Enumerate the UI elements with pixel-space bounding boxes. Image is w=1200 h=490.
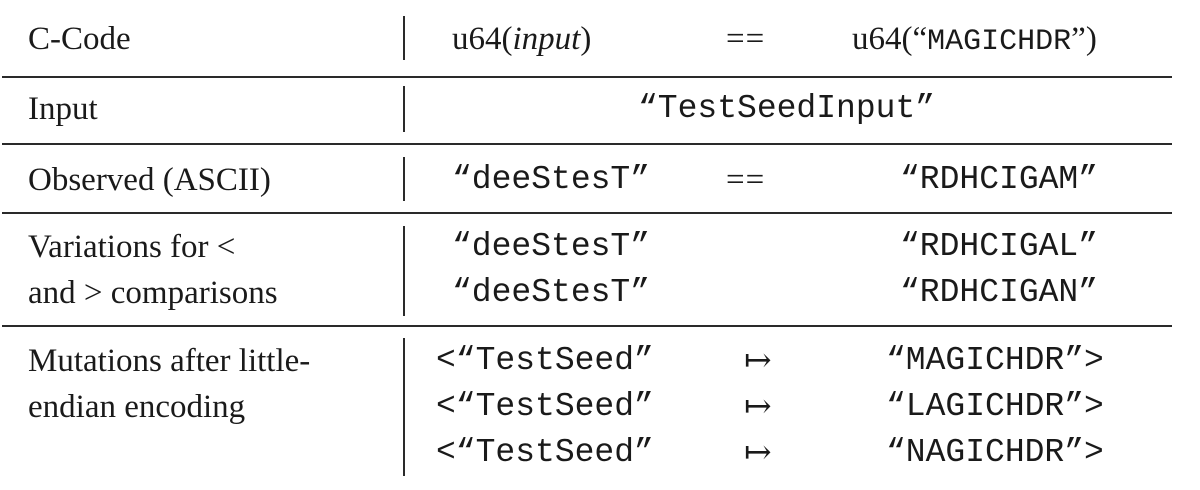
column-separator (403, 338, 405, 476)
ccode-operator: == (726, 21, 766, 57)
observed-operator: == (726, 162, 766, 198)
column-separator (403, 86, 405, 132)
row-label-input: Input (28, 91, 98, 127)
variation-right: “RDHCIGAL” (900, 228, 1099, 265)
rule-2 (2, 143, 1172, 145)
ccode-right-expression: u64(“MAGICHDR”) (852, 16, 1097, 65)
row-label-observed: Observed (ASCII) (28, 162, 271, 198)
row-label-mutations-line2: endian encoding (28, 389, 246, 425)
ccode-left-arg: input (512, 21, 581, 57)
maps-to-arrow: ↦ (744, 389, 772, 425)
rule-1 (2, 76, 1172, 78)
ccode-right-suffix: ”) (1071, 21, 1097, 57)
mutation-right: “MAGICHDR”> (886, 342, 1104, 379)
row-label-ccode: C-Code (28, 21, 131, 57)
row-label-variations-line1: Variations for < (28, 229, 236, 265)
variation-right: “RDHCIGAN” (900, 274, 1099, 311)
ccode-right-prefix: u64(“ (852, 21, 928, 57)
variation-left: “deeStesT” (452, 228, 651, 265)
mutation-right: “LAGICHDR”> (886, 388, 1104, 425)
column-separator (403, 157, 405, 201)
column-separator (403, 226, 405, 316)
mutation-left: <“TestSeed” (436, 388, 654, 425)
input-value: “TestSeedInput” (638, 90, 936, 127)
rule-4 (2, 325, 1172, 327)
mutation-right: “NAGICHDR”> (886, 434, 1104, 471)
column-separator (403, 16, 405, 60)
row-label-mutations-line1: Mutations after little- (28, 343, 311, 379)
observed-right: “RDHCIGAM” (900, 161, 1099, 198)
row-label-variations-line2: and > comparisons (28, 275, 278, 311)
ccode-left-prefix: u64( (452, 21, 513, 57)
observed-left: “deeStesT” (452, 161, 651, 198)
rule-3 (2, 212, 1172, 214)
ccode-right-arg: MAGICHDR (927, 25, 1072, 59)
variation-left: “deeStesT” (452, 274, 651, 311)
mutation-left: <“TestSeed” (436, 434, 654, 471)
mutation-left: <“TestSeed” (436, 342, 654, 379)
maps-to-arrow: ↦ (744, 343, 772, 379)
maps-to-arrow: ↦ (744, 435, 772, 471)
ccode-left-suffix: ) (580, 21, 592, 57)
ccode-left-expression: u64(input) (452, 16, 591, 62)
